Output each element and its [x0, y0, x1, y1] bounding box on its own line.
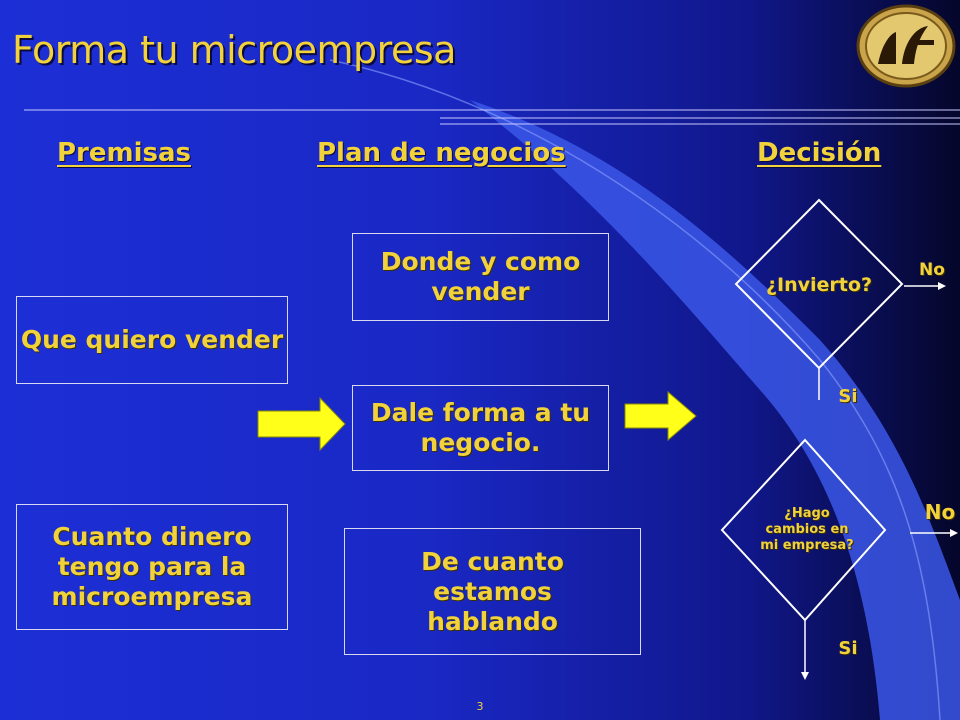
premisa-box-2-text: Cuanto dinero tengo para la microempresa	[51, 522, 253, 611]
block-arrow-right-icon	[257, 396, 346, 452]
decision-2-no-label: No	[924, 500, 956, 524]
decision-2-yes-label: Si	[838, 638, 858, 659]
block-arrow-right-icon	[624, 390, 697, 442]
arrowhead-icon	[801, 672, 809, 680]
arrowhead-icon	[938, 282, 946, 290]
company-logo-icon	[856, 4, 956, 88]
slide-title: Forma tu microempresa	[12, 28, 456, 72]
plan-box-3: De cuanto estamos hablando	[344, 528, 641, 655]
column-header-decision: Decisión	[757, 138, 882, 168]
page-number: 3	[476, 700, 484, 713]
background-swoosh	[470, 100, 960, 720]
plan-box-2-text: Dale forma a tu negocio.	[370, 398, 591, 457]
plan-box-1: Donde y como vender	[352, 233, 609, 321]
premisa-box-1-text: Que quiero vender	[20, 325, 284, 354]
decision-1-yes-label: Si	[838, 386, 858, 407]
plan-box-3-text: De cuanto estamos hablando	[421, 546, 564, 636]
plan-box-2: Dale forma a tu negocio.	[352, 385, 609, 471]
background-swoosh-curve	[329, 59, 941, 720]
decision-diamond-1-text: ¿Invierto?	[766, 274, 872, 296]
decision-1-no-label: No	[919, 260, 945, 280]
arrowhead-icon	[950, 529, 958, 537]
premisa-box-2: Cuanto dinero tengo para la microempresa	[16, 504, 288, 630]
decision-diamond-2-text: ¿Hago cambios en mi empresa?	[760, 506, 854, 553]
premisa-box-1: Que quiero vender	[16, 296, 288, 384]
plan-box-1-text: Donde y como vender	[380, 247, 581, 306]
column-header-plan: Plan de negocios	[317, 138, 566, 168]
column-header-premisas: Premisas	[57, 138, 192, 168]
